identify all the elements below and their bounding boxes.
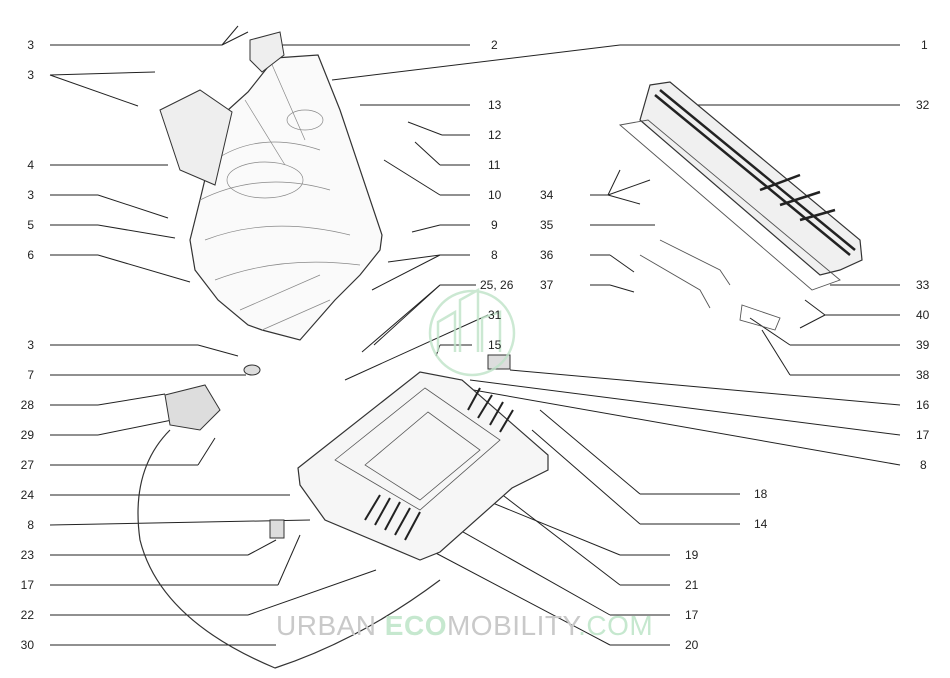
watermark-eco: ECO [384, 610, 447, 641]
watermark-mobility: MOBILITY [446, 610, 579, 641]
callout-8: 8 [920, 458, 927, 472]
callout-3: 3 [27, 188, 34, 202]
step-plate [639, 81, 863, 276]
floor-tray [297, 371, 549, 561]
callout-17: 17 [916, 428, 930, 442]
callout-7: 7 [27, 368, 34, 382]
callout-14: 14 [754, 517, 768, 531]
callout-6: 6 [27, 248, 34, 262]
callout-10: 10 [488, 188, 502, 202]
callout-3: 3 [27, 68, 34, 82]
watermark-com: .COM [578, 610, 654, 641]
callout-2: 2 [491, 38, 498, 52]
callout-33: 33 [916, 278, 930, 292]
callout-38: 38 [916, 368, 930, 382]
callout-35: 35 [540, 218, 554, 232]
callout-3: 3 [27, 338, 34, 352]
callout-30: 30 [20, 638, 34, 652]
callout-34: 34 [540, 188, 554, 202]
callout-22: 22 [20, 608, 34, 622]
callout-23: 23 [20, 548, 34, 562]
callout-27: 27 [20, 458, 34, 472]
callout-16: 16 [916, 398, 930, 412]
leg-shield-panel [189, 54, 383, 341]
callout-3: 3 [27, 38, 34, 52]
callout-20: 20 [685, 638, 699, 652]
watermark-logo [428, 287, 516, 377]
callout-9: 9 [491, 218, 498, 232]
watermark-urban: URBAN [276, 610, 385, 641]
callout-29: 29 [20, 428, 34, 442]
callout-12: 12 [488, 128, 502, 142]
callout-13: 13 [488, 98, 502, 112]
callout-28: 28 [20, 398, 34, 412]
callout-18: 18 [754, 487, 768, 501]
callout-8: 8 [491, 248, 498, 262]
callout-32: 32 [916, 98, 930, 112]
callout-5: 5 [27, 218, 34, 232]
cable [137, 429, 441, 669]
callout-37: 37 [540, 278, 554, 292]
callout-17: 17 [685, 608, 699, 622]
callout-24: 24 [20, 488, 34, 502]
callout-1: 1 [921, 38, 928, 52]
callout-21: 21 [685, 578, 699, 592]
callout-8: 8 [27, 518, 34, 532]
callout-4: 4 [27, 158, 34, 172]
watermark-text: URBAN ECOMOBILITY.COM [276, 610, 653, 642]
callout-40: 40 [916, 308, 930, 322]
callout-17: 17 [20, 578, 34, 592]
callout-25-26: 25, 26 [480, 278, 514, 292]
callout-31: 31 [488, 308, 502, 322]
callout-36: 36 [540, 248, 554, 262]
callout-11: 11 [488, 158, 501, 172]
callout-15: 15 [488, 338, 502, 352]
callout-19: 19 [685, 548, 699, 562]
callout-39: 39 [916, 338, 930, 352]
